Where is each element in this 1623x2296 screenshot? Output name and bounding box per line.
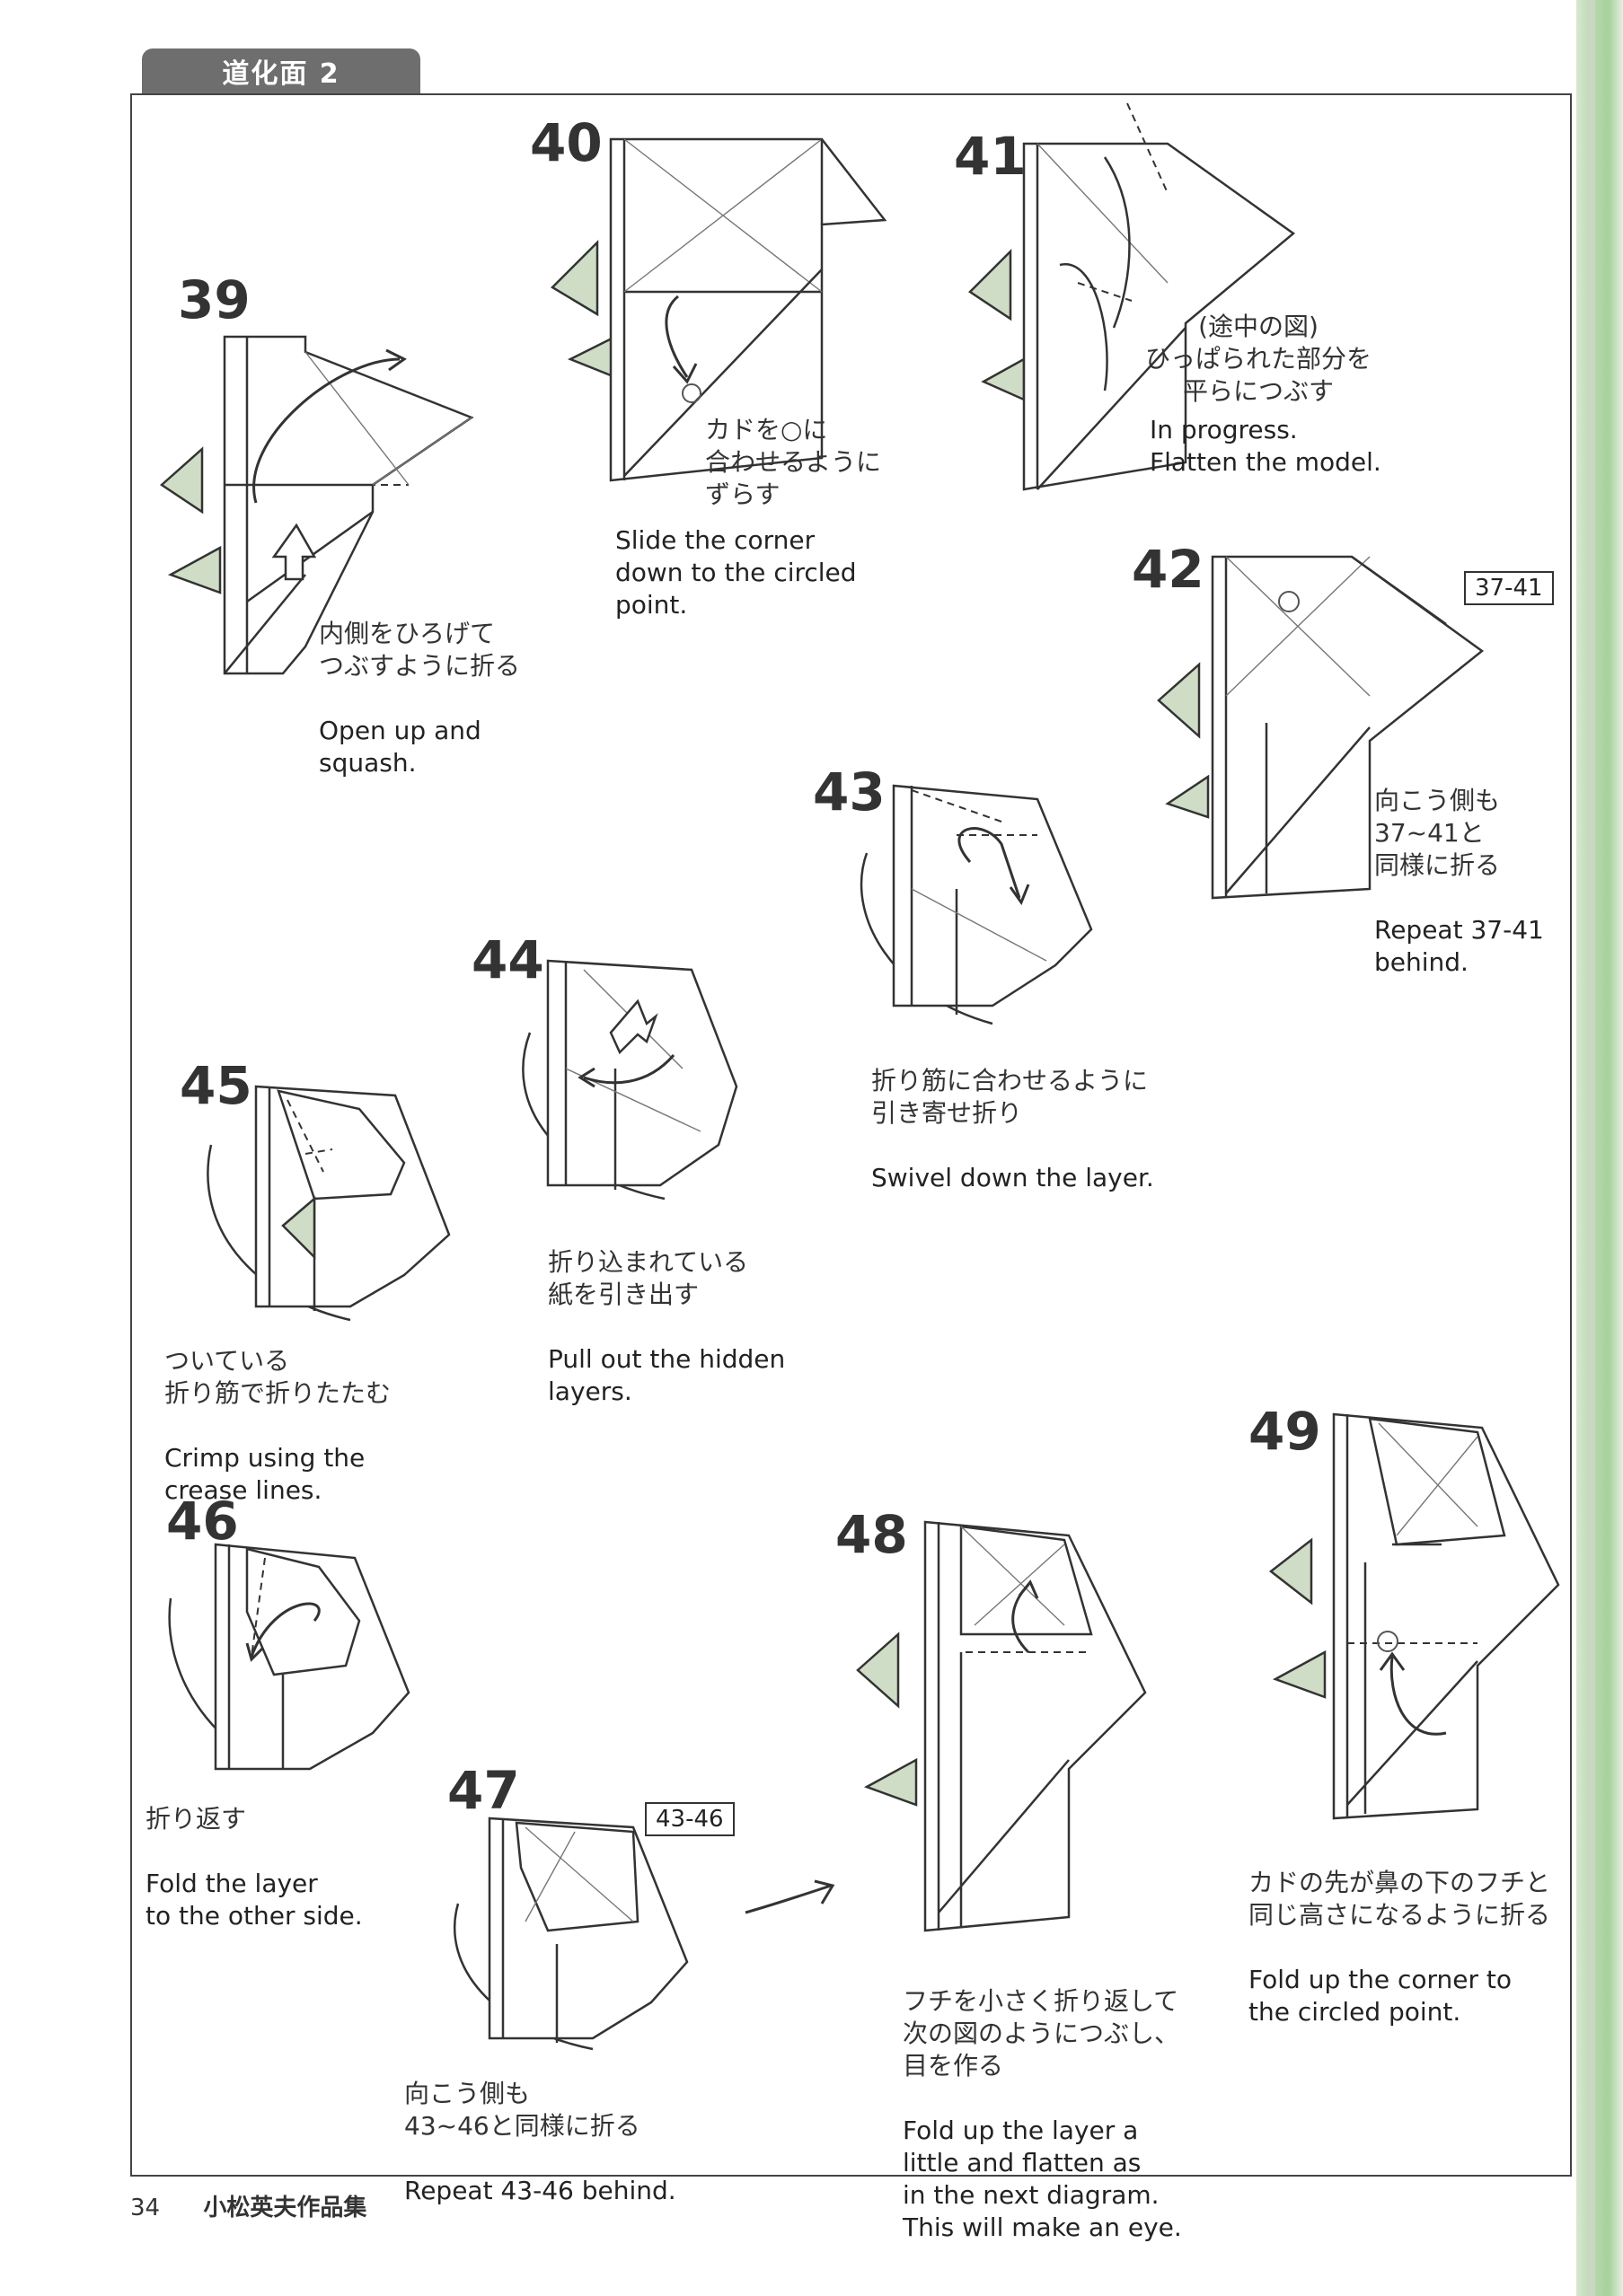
step-46-caption: 折り返す Fold the layer to the other side. (146, 1771, 363, 1965)
step-40-jp-wrap: カドを○に 合わせるように ずらす (615, 382, 881, 543)
step-42-ref-box: 37-41 (1464, 571, 1554, 605)
step-46-en-text: Fold the layer to the other side. (146, 1869, 363, 1931)
step-42-caption: 向こう側も 37~41と 同様に折る Repeat 37-41 behind. (1374, 752, 1544, 1011)
step-41-diagram (968, 102, 1296, 491)
step-43-number: 43 (813, 761, 886, 823)
step-44-en-text: Pull out the hidden layers. (548, 1344, 786, 1406)
step-48-jp-text: フチを小さく折り返して 次の図のようにつぶし、 目を作る (903, 1986, 1180, 2080)
step-49-diagram (1268, 1412, 1560, 1820)
page-number: 34 (130, 2195, 161, 2221)
step-46-number: 46 (166, 1491, 239, 1552)
step-41-number: 41 (954, 126, 1027, 187)
section-title: 道化面 2 (142, 48, 420, 93)
step-49-en-text: Fold up the corner to the circled point. (1248, 1965, 1513, 2027)
step-47-en-text: Repeat 43-46 behind. (404, 2176, 676, 2205)
step-41-jp-text: (途中の図) ひっぱられた部分を 平らにつぶす (1145, 312, 1372, 406)
step-48-diagram (856, 1520, 1147, 1932)
step-47-diagram (453, 1817, 689, 2051)
step-44-diagram (522, 959, 738, 1201)
step-39-diagram (159, 335, 474, 675)
step-42-diagram (1157, 555, 1485, 900)
step-41-en-text: In progress. Flatten the model. (1150, 415, 1381, 477)
page-frame (130, 93, 1572, 2177)
step-44-number: 44 (472, 929, 544, 990)
step-42-jp-text: 向こう側も 37~41と 同様に折る (1374, 786, 1501, 880)
step-49-number: 49 (1248, 1401, 1321, 1462)
step-43-en-text: Swivel down the layer. (871, 1163, 1154, 1192)
step-45-caption: ついている 折り筋で折りたたむ Crimp using the crease l… (164, 1313, 391, 1539)
step-46-diagram (168, 1543, 410, 1771)
page-footer: 34 小松英夫作品集 (130, 2189, 366, 2222)
step-44-caption: 折り込まれている 紙を引き出す Pull out the hidden laye… (548, 1214, 785, 1440)
step-40-jp-text: カドを○に 合わせるように ずらす (705, 415, 882, 509)
step-43-jp-text: 折り筋に合わせるように 引き寄せ折り (871, 1066, 1149, 1128)
step-48-number: 48 (835, 1504, 908, 1565)
step-40-en-wrap: Slide the corner down to the circled poi… (615, 492, 857, 654)
step-39-jp-text: 内側をひろげて つぶすように折る (319, 619, 521, 681)
scan-edge (1576, 0, 1623, 2296)
step-47-ref-box: 43-46 (645, 1802, 735, 1836)
step-42-en-text: Repeat 37-41 behind. (1374, 915, 1544, 977)
step-45-en-text: Crimp using the crease lines. (164, 1443, 366, 1505)
book-title: 小松英夫作品集 (203, 2195, 367, 2221)
step-48-caption: フチを小さく折り返して 次の図のようにつぶし、 目を作る Fold up the… (903, 1953, 1182, 2276)
step-39-en-text: Open up and squash. (319, 716, 481, 778)
step-45-diagram (207, 1085, 451, 1322)
step-40-diagram (550, 137, 887, 482)
step-39-number: 39 (178, 269, 251, 330)
step-47-caption: 向こう側も 43~46と同様に折る Repeat 43-46 behind. (404, 2045, 676, 2239)
step-42-number: 42 (1132, 539, 1204, 600)
step-45-jp-text: ついている 折り筋で折りたたむ (164, 1346, 392, 1408)
step-40-en-text: Slide the corner down to the circled poi… (615, 525, 857, 620)
step-41-jp-wrap: (途中の図) ひっぱられた部分を 平らにつぶす (1145, 278, 1372, 440)
step-43-caption: 折り筋に合わせるように 引き寄せ折り Swivel down the layer… (871, 1033, 1154, 1227)
step-44-jp-text: 折り込まれている 紙を引き出す (548, 1247, 749, 1309)
next-step-arrow (745, 1879, 835, 1914)
step-43-diagram (860, 784, 1093, 1025)
step-47-jp-text: 向こう側も 43~46と同様に折る (404, 2079, 640, 2141)
step-48-en-text: Fold up the layer a little and flatten a… (903, 2116, 1182, 2242)
step-47-number: 47 (447, 1760, 520, 1821)
step-40-number: 40 (530, 112, 603, 173)
scan-edge-shadow (1588, 0, 1595, 2296)
step-46-jp-text: 折り返す (146, 1804, 247, 1834)
step-49-caption: カドの先が鼻の下のフチと 同じ高さになるように折る Fold up the co… (1248, 1834, 1550, 2061)
step-41-en-wrap: In progress. Flatten the model. (1150, 382, 1381, 511)
step-45-number: 45 (180, 1055, 252, 1116)
step-39-caption: 内側をひろげて つぶすように折る Open up and squash. (319, 585, 520, 812)
step-49-jp-text: カドの先が鼻の下のフチと 同じ高さになるように折る (1248, 1868, 1551, 1930)
